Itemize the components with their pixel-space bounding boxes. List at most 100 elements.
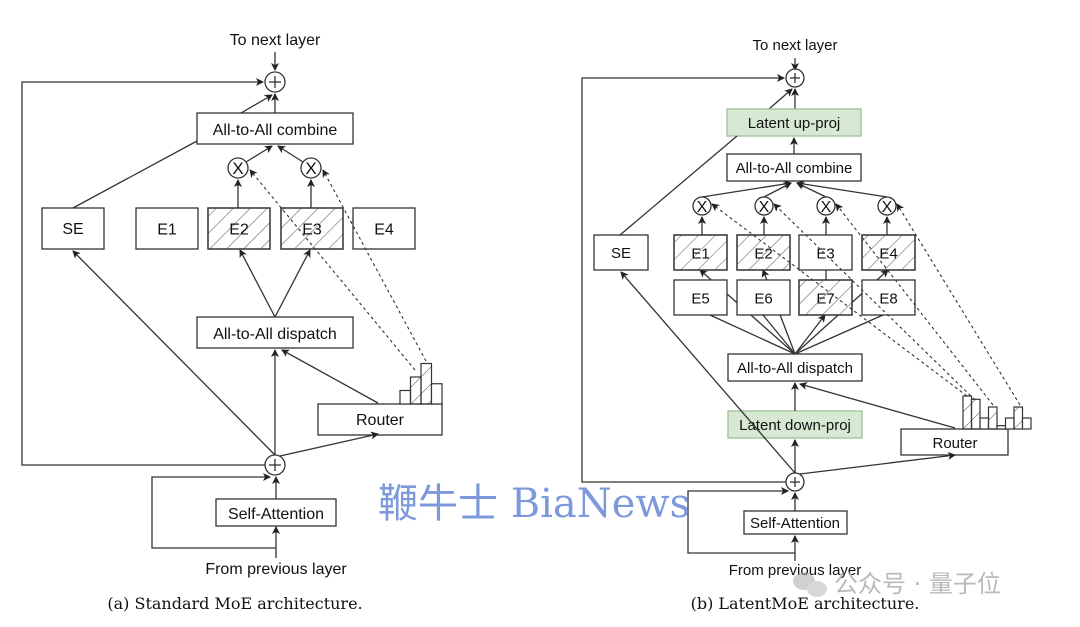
b-dispatch-fan-2 bbox=[762, 314, 796, 355]
b-expert-e6: E6 bbox=[736, 279, 791, 316]
b-se-line bbox=[619, 135, 738, 236]
b-router-to-dispatch bbox=[799, 382, 956, 429]
b-expert-e2-label: E2 bbox=[754, 246, 772, 263]
a-router-label: Router bbox=[356, 412, 405, 429]
a-multiply-icon-e2: X bbox=[227, 157, 249, 179]
b-expert-e1: E1 bbox=[673, 234, 728, 271]
panel-a: To next layer All-to-All combine X X bbox=[21, 32, 443, 613]
b-mult-to-combine-2 bbox=[763, 182, 792, 198]
b-router-score-bar-3 bbox=[979, 417, 990, 430]
a-residual-path bbox=[21, 78, 275, 466]
a-add-to-router bbox=[279, 431, 379, 457]
b-combine-box bbox=[726, 153, 862, 182]
a-expert-e2: E2 bbox=[207, 207, 271, 250]
a-se-line bbox=[72, 140, 198, 209]
a-attn-residual bbox=[151, 473, 276, 549]
a-multiply-icon-e3: X bbox=[300, 157, 322, 179]
a-expert-e1: E1 bbox=[135, 207, 199, 250]
a-router-score-bar-1 bbox=[399, 389, 412, 405]
b-multiply-icon-3: X bbox=[816, 196, 836, 216]
b-se-to-add bbox=[768, 88, 793, 110]
a-shared-expert-box: SE bbox=[41, 207, 105, 250]
b-expert-e4: E4 bbox=[861, 234, 916, 271]
a-router-score-bars bbox=[399, 362, 443, 405]
svg-text:X: X bbox=[305, 159, 316, 178]
b-gate-line-3 bbox=[835, 203, 994, 406]
a-expert-e3-label: E3 bbox=[302, 222, 322, 239]
a-expert-e1-label: E1 bbox=[157, 222, 177, 239]
a-dispatch-to-e2 bbox=[239, 249, 276, 318]
b-add-to-router bbox=[799, 451, 956, 475]
b-bottom-add-icon bbox=[785, 472, 805, 492]
a-self-attention-label: Self-Attention bbox=[228, 506, 324, 523]
b-top-add-icon bbox=[785, 68, 805, 88]
a-expert-e4: E4 bbox=[352, 207, 416, 250]
b-router-score-bar-6 bbox=[1004, 417, 1015, 430]
b-expert-e3: E3 bbox=[798, 234, 853, 271]
b-attn-residual bbox=[687, 487, 795, 554]
b-expert-e2: E2 bbox=[736, 234, 791, 271]
a-from-previous-layer-label: From previous layer bbox=[205, 561, 347, 578]
a-router-score-bar-3 bbox=[420, 362, 433, 405]
b-latent-up-proj-box bbox=[726, 108, 862, 137]
b-expert-e4-label: E4 bbox=[879, 246, 897, 263]
b-combine-label: All-to-All combine bbox=[736, 160, 853, 177]
a-to-next-layer-label: To next layer bbox=[230, 32, 321, 49]
wechat-watermark: 公众号 · 量子位 bbox=[793, 570, 1001, 598]
b-to-next-layer-label: To next layer bbox=[752, 37, 837, 54]
a-gate-line-e3 bbox=[322, 169, 427, 362]
b-gate-line-1 bbox=[711, 203, 968, 397]
a-caption: (a) Standard MoE architecture. bbox=[107, 594, 362, 613]
b-expert-e5: E5 bbox=[673, 279, 728, 316]
a-combine-label: All-to-All combine bbox=[213, 122, 338, 139]
b-router-score-bars bbox=[962, 395, 1032, 430]
bianews-watermark: 鞭牛士 BiaNews bbox=[378, 481, 690, 527]
b-latent-down-proj-box bbox=[727, 410, 863, 439]
b-dispatch-box bbox=[727, 353, 863, 382]
b-expert-e5-label: E5 bbox=[691, 291, 709, 308]
a-gate-line-e2 bbox=[249, 169, 416, 371]
b-multiply-icon-4: X bbox=[877, 196, 897, 216]
b-multiply-icon-1: X bbox=[692, 196, 712, 216]
svg-text:X: X bbox=[232, 159, 243, 178]
b-latent-down-proj-label: Latent down-proj bbox=[739, 417, 851, 434]
b-shared-expert-box: SE bbox=[593, 234, 649, 271]
b-latent-up-proj-label: Latent up-proj bbox=[748, 115, 841, 132]
a-mult-to-combine-2 bbox=[277, 145, 304, 163]
wechat-icon bbox=[793, 572, 827, 597]
a-router-to-dispatch bbox=[281, 349, 379, 404]
a-top-add-icon bbox=[264, 71, 286, 93]
a-router-score-bar-4 bbox=[430, 383, 443, 405]
a-se-to-add bbox=[240, 94, 273, 114]
b-gate-line-2 bbox=[773, 203, 976, 401]
b-router-score-bar-4 bbox=[987, 406, 998, 430]
a-dispatch-to-e3 bbox=[274, 249, 311, 318]
b-expert-e7-label: E7 bbox=[816, 291, 834, 308]
svg-text:X: X bbox=[697, 199, 708, 216]
a-combine-box bbox=[196, 112, 354, 145]
b-router-score-bar-7 bbox=[1013, 406, 1024, 430]
b-router-label: Router bbox=[932, 435, 977, 452]
b-multiply-icon-2: X bbox=[754, 196, 774, 216]
a-router-box bbox=[317, 403, 443, 436]
b-expert-e6-label: E6 bbox=[754, 291, 772, 308]
b-expert-e1-label: E1 bbox=[691, 246, 709, 263]
svg-text:SE: SE bbox=[611, 245, 631, 262]
a-expert-e2-label: E2 bbox=[229, 222, 249, 239]
a-mult-to-combine-1 bbox=[245, 145, 273, 163]
svg-text:SE: SE bbox=[62, 221, 83, 238]
b-router-score-bar-5 bbox=[996, 425, 1007, 430]
b-caption: (b) LatentMoE architecture. bbox=[691, 594, 920, 613]
a-add-to-se bbox=[72, 250, 276, 456]
b-from-previous-layer-label: From previous layer bbox=[729, 562, 862, 579]
a-bottom-add-icon bbox=[264, 454, 286, 476]
panel-b: To next layer Latent up-proj All-to-All … bbox=[581, 37, 1032, 613]
b-router-score-bar-8 bbox=[1021, 417, 1032, 430]
a-expert-e3: E3 bbox=[280, 207, 344, 250]
b-add-to-se bbox=[620, 271, 796, 474]
svg-text:X: X bbox=[821, 199, 832, 216]
b-residual-path bbox=[581, 74, 795, 483]
b-router-score-bar-1 bbox=[962, 395, 973, 430]
b-dispatch-to-expert-3 bbox=[794, 314, 826, 355]
